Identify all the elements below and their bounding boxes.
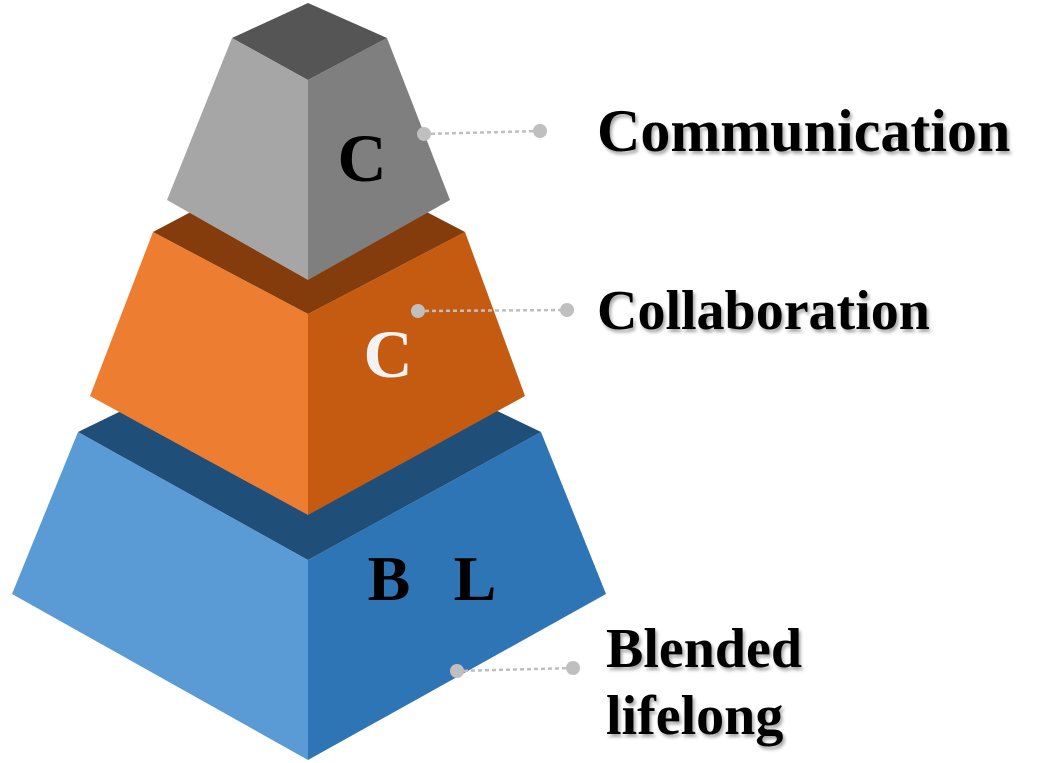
middle-tier-letter: C	[363, 316, 412, 392]
connector-communication	[417, 124, 547, 141]
base-tier-left-face	[12, 432, 308, 760]
label-collaboration: Collaboration	[597, 280, 930, 342]
top-tier-top-face	[232, 3, 387, 80]
connector-collaboration	[411, 303, 574, 318]
label-blended-line-2: lifelong	[606, 685, 784, 748]
middle-tier-left-face	[90, 232, 308, 515]
top-tier-right-face	[308, 38, 450, 280]
connector-blended-lifelong	[450, 661, 580, 678]
label-communication: Communication	[597, 98, 1011, 164]
base-tier-letter-b: B	[368, 543, 411, 614]
middle-tier-right-face	[308, 232, 525, 515]
label-blended-line-1: Blended	[606, 618, 803, 680]
label-blended-lifelong: Blended lifelong	[606, 616, 802, 750]
top-tier-left-face	[167, 38, 308, 280]
base-tier-letter-l: L	[454, 543, 497, 614]
base-tier-right-face	[308, 432, 606, 760]
top-tier-letter: C	[337, 120, 386, 196]
